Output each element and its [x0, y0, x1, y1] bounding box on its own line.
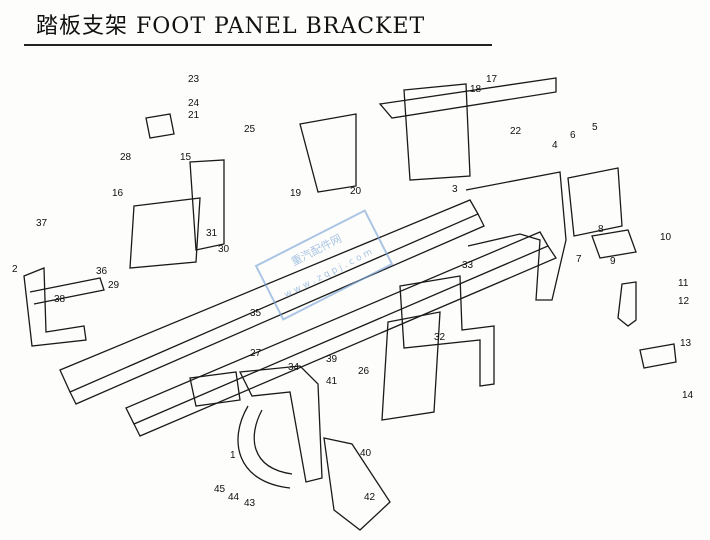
callout-25: 25	[244, 124, 256, 135]
mud-flap-top	[403, 83, 471, 181]
callout-40: 40	[360, 448, 372, 459]
callout-5: 5	[592, 122, 598, 133]
callout-1: 1	[230, 450, 236, 461]
callout-14: 14	[682, 390, 694, 401]
callout-45: 45	[214, 484, 226, 495]
callout-39: 39	[326, 354, 338, 365]
callout-3: 3	[452, 184, 458, 195]
foot-bracket-left	[23, 267, 105, 347]
foot-bracket-center-upper	[189, 113, 357, 251]
callout-27: 27	[250, 348, 262, 359]
callout-9: 9	[610, 256, 616, 267]
callout-15: 15	[180, 152, 192, 163]
bracket-link-right	[591, 229, 677, 369]
callout-34: 34	[288, 362, 300, 373]
mud-flap-left	[129, 197, 201, 269]
callout-28: 28	[120, 152, 132, 163]
callout-17: 17	[486, 74, 498, 85]
callout-44: 44	[228, 492, 240, 503]
frame-rail-upper	[59, 199, 485, 405]
frame-rail-lower	[125, 231, 557, 437]
callout-31: 31	[206, 228, 218, 239]
callout-33: 33	[462, 260, 474, 271]
callout-7: 7	[576, 254, 582, 265]
callout-11: 11	[678, 278, 689, 289]
cross-member	[378, 77, 567, 301]
callout-10: 10	[660, 232, 672, 243]
tread-plate	[323, 437, 391, 531]
callout-20: 20	[350, 186, 362, 197]
rubber-block	[145, 113, 175, 139]
step-assembly	[189, 365, 323, 489]
callout-24: 24	[188, 98, 200, 109]
callout-16: 16	[112, 188, 124, 199]
callout-30: 30	[218, 244, 230, 255]
callout-12: 12	[678, 296, 690, 307]
callout-8: 8	[598, 224, 604, 235]
mud-flap-right	[567, 167, 623, 237]
callout-29: 29	[108, 280, 120, 291]
callout-23: 23	[188, 74, 200, 85]
callout-32: 32	[434, 332, 446, 343]
callout-4: 4	[552, 140, 558, 151]
callout-26: 26	[358, 366, 370, 377]
callout-35: 35	[250, 308, 262, 319]
callout-42: 42	[364, 492, 376, 503]
foot-bracket-right	[399, 275, 495, 387]
callout-37: 37	[36, 218, 48, 229]
callout-43: 43	[244, 498, 256, 509]
callout-38: 38	[54, 294, 66, 305]
callout-41: 41	[326, 376, 338, 387]
callout-2: 2	[12, 264, 18, 275]
title-underline	[24, 44, 492, 46]
callout-21: 21	[188, 110, 200, 121]
callout-36: 36	[96, 266, 108, 277]
callout-6: 6	[570, 130, 576, 141]
diagram-title: 踏板支架 FOOT PANEL BRACKET	[36, 14, 426, 39]
callout-19: 19	[290, 188, 302, 199]
callout-22: 22	[510, 126, 522, 137]
callout-13: 13	[680, 338, 692, 349]
callout-18: 18	[470, 84, 482, 95]
mud-flap-center	[381, 311, 441, 421]
